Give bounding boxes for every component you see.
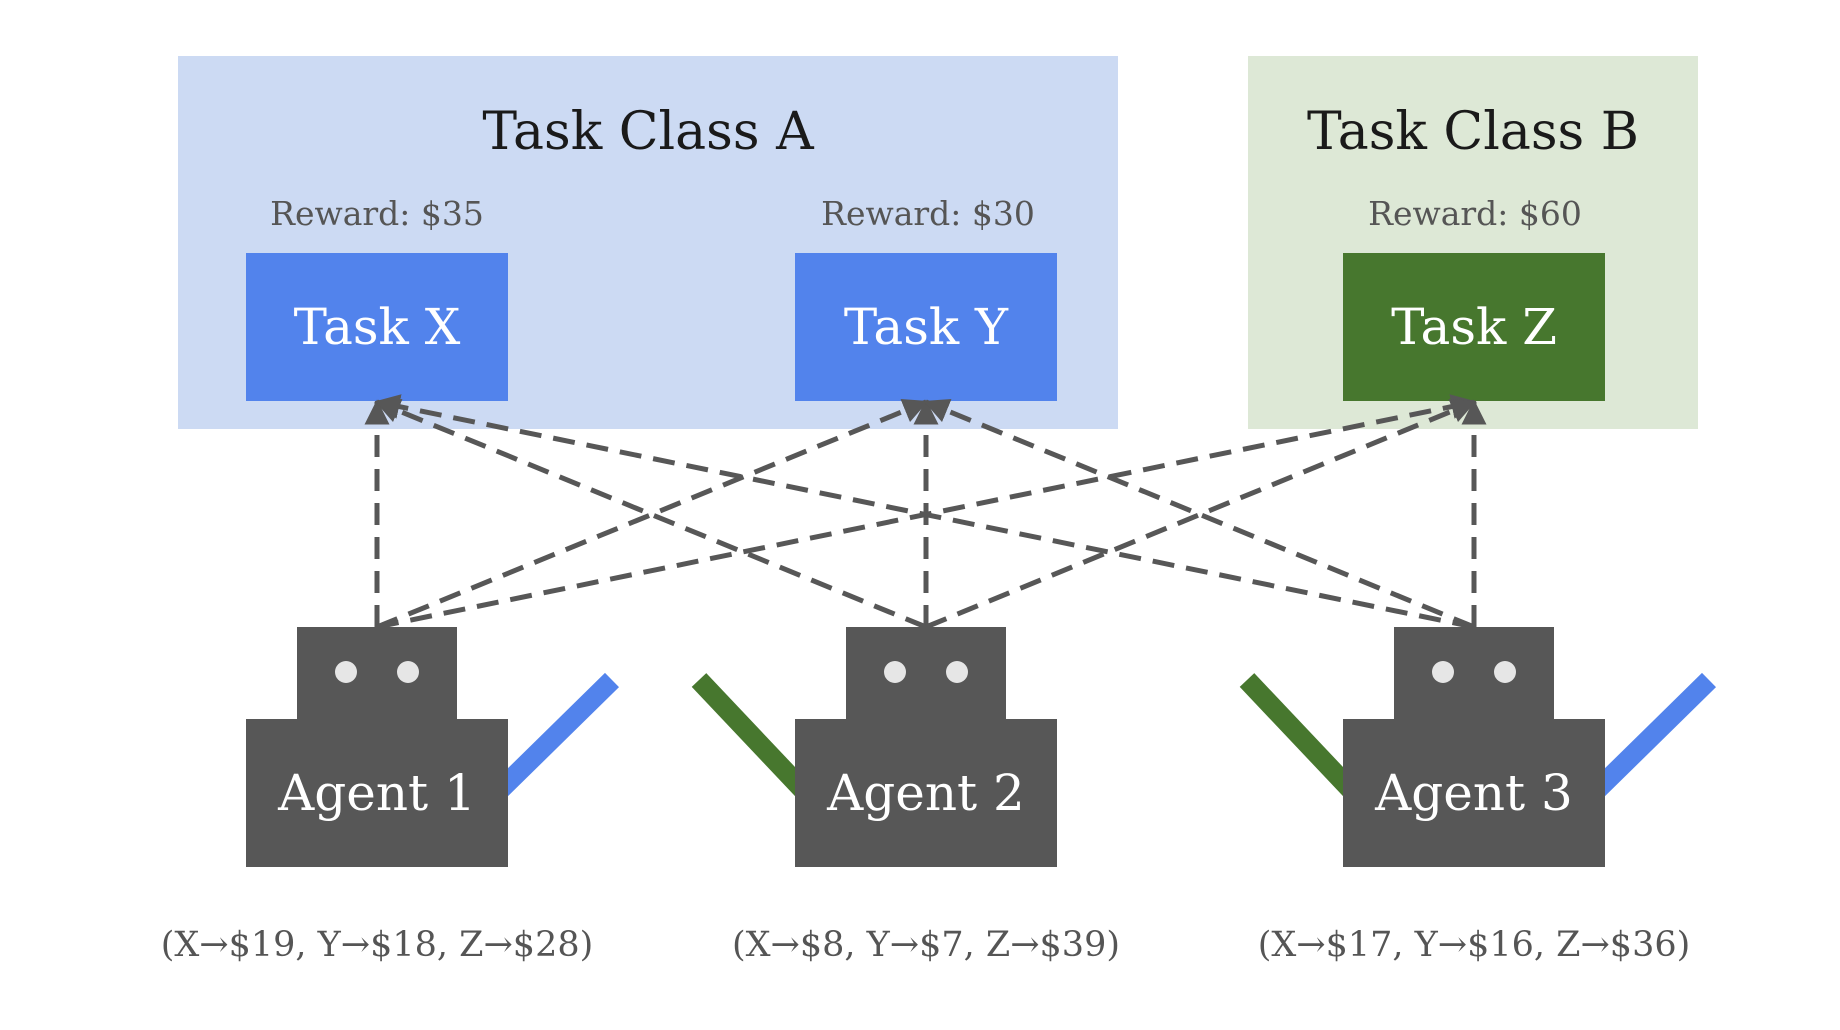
agent-1-head <box>297 627 457 719</box>
edge-agent-3-to-task-x <box>374 394 1475 630</box>
task-z: Task Z <box>1343 253 1605 401</box>
task-x: Task X <box>246 253 508 401</box>
edge-agent-1-to-task-y <box>376 398 929 630</box>
task-class-a-title: Task Class A <box>482 102 814 162</box>
agent-3-left-eye <box>1432 661 1454 683</box>
task-class-b-title: Task Class B <box>1307 102 1639 162</box>
agent-1-left-eye <box>335 661 357 683</box>
task-y: Task Y <box>795 253 1057 401</box>
agent-2-body: Agent 2 <box>795 719 1057 867</box>
agent-3-right-eye <box>1494 661 1516 683</box>
agent-1-right-arm <box>492 672 620 798</box>
agent-3-head <box>1394 627 1554 719</box>
agent-2-right-eye <box>946 661 968 683</box>
agent-1-body: Agent 1 <box>246 719 508 867</box>
agent-2-left-eye <box>884 661 906 683</box>
agent-2-preferences: (X→$8, Y→$7, Z→$39) <box>731 925 1120 965</box>
agent-3-preferences: (X→$17, Y→$16, Z→$36) <box>1257 925 1691 965</box>
agent-1-preferences: (X→$19, Y→$18, Z→$28) <box>160 925 594 965</box>
task-y-reward: Reward: $30 <box>821 194 1035 233</box>
agent-3-right-arm <box>1589 672 1717 798</box>
edge-agent-3-to-task-y <box>923 398 1475 630</box>
edge-agent-2-to-task-z <box>925 398 1477 630</box>
edge-agent-2-to-task-x <box>374 398 927 630</box>
agent-2-head <box>846 627 1006 719</box>
task-x-reward: Reward: $35 <box>270 194 484 233</box>
agent-3-left-arm <box>1239 673 1359 797</box>
agent-2-left-arm <box>691 673 811 797</box>
task-z-reward: Reward: $60 <box>1368 194 1582 233</box>
agent-1-right-eye <box>397 661 419 683</box>
agent-3-body: Agent 3 <box>1343 719 1605 867</box>
